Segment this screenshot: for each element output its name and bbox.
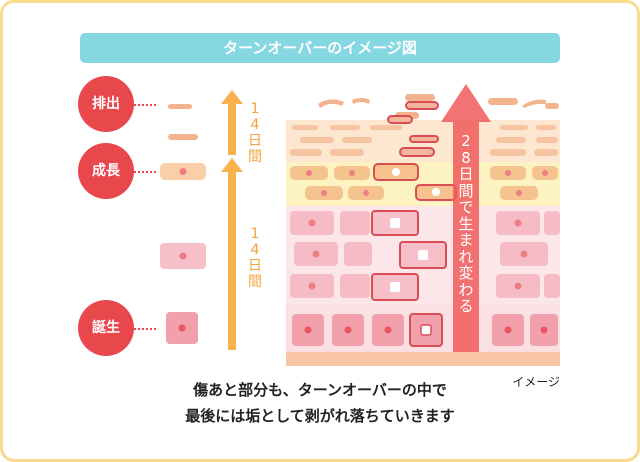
- image-note: イメージ: [512, 375, 560, 389]
- growth-dotted-line: [134, 171, 156, 173]
- stage-discharge: 排出: [78, 76, 134, 132]
- turnover-arrow: [441, 84, 491, 352]
- diagram-title: ターンオーバーのイメージ図: [80, 33, 560, 63]
- stage-cells: [160, 104, 206, 344]
- horny-cells: [290, 125, 558, 156]
- duration-arrows: [221, 90, 243, 350]
- caption-line-1: 傷あと部分も、ターンオーバーの中で: [193, 381, 447, 399]
- stage-growth: 成長: [78, 143, 134, 199]
- caption-line-2: 最後には垢として剥がれ落ちていきます: [185, 407, 455, 425]
- birth-dotted-line: [134, 328, 156, 330]
- spinous-nuclei: [308, 219, 528, 290]
- basal-nuclei: [304, 326, 548, 334]
- discharge-dotted-line: [134, 104, 156, 106]
- caption: 傷あと部分も、ターンオーバーの中で 最後には垢として剥がれ落ちていきます: [100, 377, 540, 429]
- flaking-scales: [318, 94, 559, 119]
- stage-birth: 誕生: [78, 300, 134, 356]
- highlighted-nuclei: [390, 168, 440, 336]
- granular-nuclei: [306, 170, 548, 196]
- dermis-layer: [286, 352, 560, 366]
